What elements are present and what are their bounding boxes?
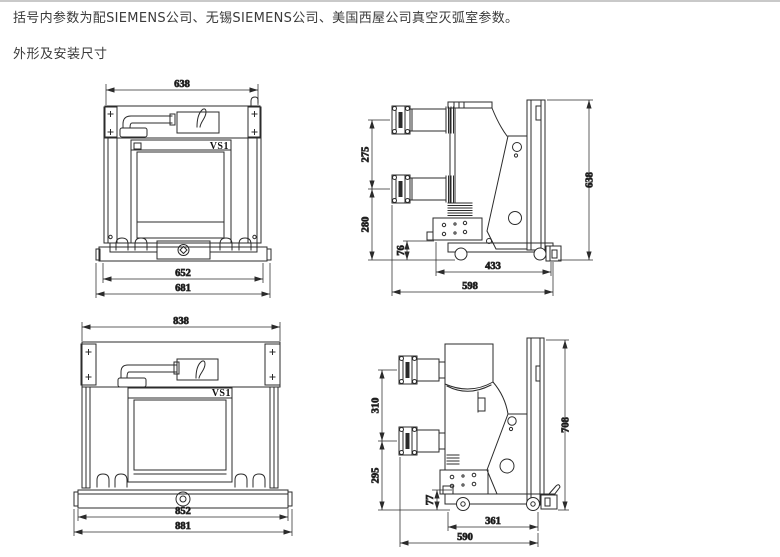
dim-base-height: 77 bbox=[425, 495, 436, 506]
dim-overall-height: 708 bbox=[561, 417, 572, 433]
side-view-small-outline bbox=[426, 99, 562, 262]
front-view-small-outline bbox=[95, 96, 272, 262]
latch-lever bbox=[196, 108, 207, 128]
dim-bushing-spacing: 310 bbox=[371, 398, 382, 414]
front-view-large-dimensions: 838 852 881 bbox=[73, 316, 293, 536]
side-view-large-dimensions: 310 295 77 708 361 590 bbox=[370, 339, 572, 547]
side-view-small-bushings bbox=[391, 105, 454, 204]
dim-overall-width: 881 bbox=[175, 521, 191, 532]
dim-overall-width: 681 bbox=[175, 283, 191, 294]
intro-text: 括号内参数为配SIEMENS公司、无锡SIEMENS公司、美国西屋公司真空灭弧室… bbox=[13, 11, 519, 26]
side-view-large-outline bbox=[439, 337, 561, 511]
side-view-small-dimensions: 275 280 76 638 433 598 bbox=[360, 99, 596, 296]
dim-overall-depth: 590 bbox=[457, 532, 473, 543]
front-view-small-drawing: 638 652 681 VS1 bbox=[95, 79, 272, 298]
dim-base-width: 852 bbox=[175, 506, 191, 517]
vs1-label: VS1 bbox=[210, 141, 229, 152]
front-view-large-outline bbox=[73, 341, 293, 509]
latch-lever bbox=[195, 360, 206, 379]
front-view-small-dimensions: 638 652 681 bbox=[95, 79, 271, 298]
dim-overall-height: 638 bbox=[585, 172, 596, 188]
side-view-large-bushings bbox=[398, 355, 446, 456]
side-view-small-drawing: 275 280 76 638 433 598 bbox=[360, 99, 596, 296]
dim-bushing-spacing: 275 bbox=[361, 147, 372, 163]
dim-lower-height: 280 bbox=[361, 217, 372, 233]
front-view-large-drawing: 838 852 881 VS1 bbox=[73, 316, 293, 536]
page-top-border bbox=[0, 0, 780, 2]
dim-wheelbase: 433 bbox=[485, 261, 501, 272]
side-view-large-drawing: 310 295 77 708 361 590 bbox=[370, 337, 572, 547]
dim-top-width: 638 bbox=[174, 79, 190, 90]
dim-overall-depth: 598 bbox=[462, 281, 478, 292]
dim-base-height: 76 bbox=[396, 245, 407, 256]
dim-base-width: 652 bbox=[175, 268, 191, 279]
dim-wheelbase: 361 bbox=[485, 516, 501, 527]
vs1-label: VS1 bbox=[212, 388, 231, 399]
section-title: 外形及安装尺寸 bbox=[13, 47, 108, 62]
dim-lower-height: 295 bbox=[371, 468, 382, 484]
dim-top-width: 838 bbox=[173, 316, 189, 327]
